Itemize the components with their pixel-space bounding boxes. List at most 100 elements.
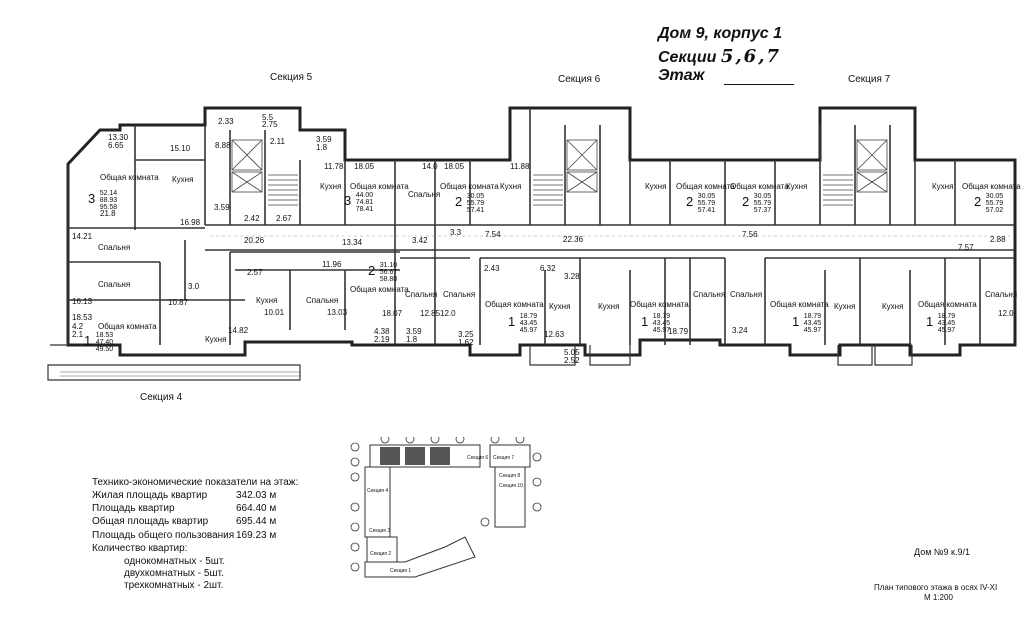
area-label: 12.85 (420, 309, 441, 318)
area-label: 8.88 (215, 141, 231, 150)
room-living-s5c: Общая комната (350, 285, 409, 294)
room-living-s5: Общая комната (100, 173, 159, 182)
area-label: 3.3 (450, 228, 462, 237)
key-plan-label: Секция 1 (390, 568, 411, 574)
area-label: 18.07 (382, 309, 403, 318)
room-bedroom-s5b: Спальня (98, 280, 131, 289)
section-label-7: Секция 7 (848, 74, 891, 85)
key-plan-label: Секция 8 (499, 473, 520, 479)
area-label: 14.82 (228, 326, 249, 335)
room-bedroom-s6d: Спальня (693, 290, 726, 299)
apartment-label: 1 18.79 43.45 45.97 (792, 313, 822, 334)
area-label: 2.88 (990, 235, 1006, 244)
room-bedroom-s5c: Спальня (306, 296, 339, 305)
stat-value: 695.44 м (236, 516, 277, 527)
room-kitchen-s7c: Кухня (882, 302, 904, 311)
key-plan-label: Секция 7 (493, 455, 514, 461)
section-label-6: Секция 6 (558, 74, 601, 85)
area-label: 16.13 (72, 297, 93, 306)
room-living-s6d: Общая комната (676, 182, 735, 191)
room-bedroom-s6a: Спальня (405, 290, 438, 299)
area-label: 21.8 (100, 209, 116, 218)
area-label: 13.03 (327, 308, 348, 317)
room-living-s5d: Общая комната (350, 182, 409, 191)
area-label: 2.42 (244, 214, 260, 223)
area-label: 13.30 (108, 133, 129, 142)
stat-value: 664.40 м (236, 503, 277, 514)
apartment-label: 2 31.10 56.67 58.88 (368, 262, 398, 283)
area-label: 22.36 (563, 235, 584, 244)
apartment-label: 1 18.79 43.45 45.97 (641, 313, 671, 334)
room-kitchen-s7d: Кухня (932, 182, 954, 191)
floor-blank-line (724, 84, 794, 85)
stats-title: Технико-экономические показатели на этаж… (92, 477, 299, 488)
room-kitchen-s6d: Кухня (645, 182, 667, 191)
area-label: 3.59 (316, 135, 332, 144)
room-living-s5b: Общая комната (98, 322, 157, 331)
room-kitchen-s5c: Кухня (256, 296, 278, 305)
section-label-5: Секция 5 (270, 72, 313, 83)
sections-title: Секции 5,6,7 (658, 46, 781, 67)
room-living-s7a: Общая комната (730, 182, 789, 191)
room-living-s7d: Общая комната (962, 182, 1021, 191)
room-bedroom-s5d: Спальня (408, 190, 441, 199)
area-label: 7.57 (958, 243, 974, 252)
plan-title: План типового этажа в осях IV-XI (874, 583, 998, 592)
count-title: Количество квартир: (92, 543, 188, 554)
room-bedroom-s7a: Спальня (730, 290, 763, 299)
key-plan-label: Секция 4 (367, 488, 388, 494)
area-label: 4.2 (72, 322, 84, 331)
area-label: 5.05 (564, 348, 580, 357)
area-label: 2.19 (374, 335, 390, 344)
stat-label: Жилая площадь квартир (92, 490, 208, 501)
area-label: 2.75 (262, 120, 278, 129)
area-label: 3.42 (412, 236, 428, 245)
area-label: 18.05 (444, 162, 465, 171)
building-title: Дом 9, корпус 1 (658, 25, 782, 42)
area-label: 3.28 (564, 272, 580, 281)
room-kitchen-s6a: Кухня (500, 182, 522, 191)
room-bedroom-s6b: Спальня (443, 290, 476, 299)
area-label: 2.33 (218, 117, 234, 126)
stat-label: Площадь квартир (92, 503, 175, 514)
apartment-label: 3 52.14 88.93 95.58 (88, 190, 117, 211)
area-label: 15.10 (170, 144, 191, 153)
area-label: 1.8 (316, 143, 328, 152)
stat-value: 342.03 м (236, 490, 277, 501)
key-plan-label: Секция 10 (499, 483, 523, 489)
apartment-living-area: 52.14 (99, 190, 118, 197)
area-label: 13.34 (342, 238, 363, 247)
sections-numbers: 5,6,7 (720, 46, 781, 67)
area-label: 6.32 (540, 264, 556, 273)
area-label: 11.78 (324, 162, 344, 171)
room-kitchen-s7a: Кухня (786, 182, 808, 191)
area-label: 2.43 (484, 264, 500, 273)
room-living-s6b: Общая комната (485, 300, 544, 309)
area-label: 10.01 (264, 308, 285, 317)
sections-prefix: Секции (658, 49, 721, 66)
key-plan-label: Секция 3 (369, 528, 390, 534)
apartment-label: 3 44.00 74.81 78.41 (344, 192, 374, 213)
room-kitchen-s5a: Кухня (172, 175, 194, 184)
area-label: 12.0 (440, 309, 456, 318)
area-label: 11.88 (510, 162, 530, 171)
apartment-label: 1 18.79 43.45 45.97 (926, 313, 956, 334)
apartment-total-area: 95.58 (99, 204, 118, 211)
area-label: 6.65 (108, 141, 124, 150)
plan-scale: М 1:200 (924, 593, 953, 602)
area-label: 14.21 (72, 232, 93, 241)
count-row: двухкомнатных - 5шт. (124, 568, 224, 579)
area-label: 2.1 (72, 330, 84, 339)
stat-label: Общая площадь квартир (92, 516, 209, 527)
area-label: 1.8 (406, 335, 418, 344)
area-label: 12.0 (998, 309, 1014, 318)
apartment-area: 88.93 (99, 197, 118, 204)
area-label: 18.53 (72, 313, 93, 322)
apartment-label: 1 18.53 47.40 49.50 (84, 332, 114, 353)
room-living-s7c: Общая комната (918, 300, 977, 309)
area-label: 16.98 (180, 218, 201, 227)
area-label: 3.24 (732, 326, 748, 335)
apartment-rooms: 3 (88, 191, 96, 206)
